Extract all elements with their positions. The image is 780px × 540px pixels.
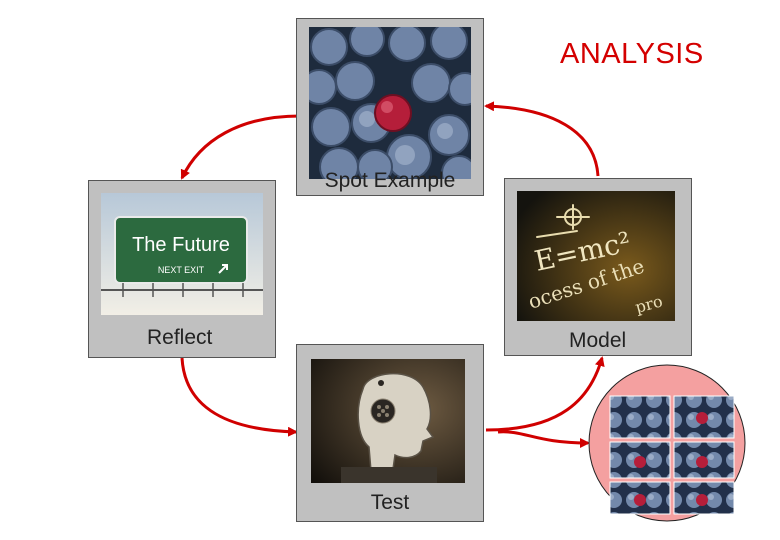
mosaic-tiles — [609, 395, 735, 515]
blueberries-photo — [309, 27, 471, 179]
arrow-spot-to-reflect — [180, 114, 301, 180]
sign-title: The Future — [132, 234, 230, 256]
model-label: Model — [569, 329, 627, 352]
reflect-label: Reflect — [147, 326, 213, 349]
future-sign-photo: The Future NEXT EXIT — [101, 193, 263, 315]
arrow-test-to-model — [485, 356, 605, 432]
test-label: Test — [370, 491, 410, 514]
arrow-reflect-to-test — [180, 357, 298, 437]
diagram-title: ANALYSIS — [560, 38, 704, 70]
arrow-model-to-spot — [484, 101, 600, 177]
spot-example-label: Spot Example — [324, 169, 456, 192]
chalkboard-photo: E=mc² ocess of the pro — [517, 191, 675, 321]
red-berry — [374, 94, 412, 132]
arrow-test-to-mosaic — [497, 430, 590, 448]
blueberry-mosaic — [584, 370, 754, 518]
sign-subtitle: NEXT EXIT — [158, 265, 205, 275]
reflect-card: The Future NEXT EXIT Reflect — [88, 180, 276, 358]
test-card: Test — [296, 344, 484, 522]
model-card: E=mc² ocess of the pro Model — [504, 178, 692, 356]
spot-example-card: Spot Example — [296, 18, 484, 196]
robot-head-photo — [311, 359, 465, 483]
